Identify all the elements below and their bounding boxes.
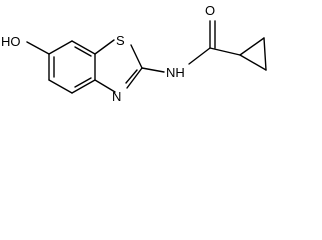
amide-linker: [141, 20, 241, 73]
cyclopropane-ring: [239, 37, 267, 71]
amide-nh-label: NH: [166, 65, 185, 80]
benzene-ring: [26, 40, 96, 94]
hydroxyl-label: HO: [1, 34, 21, 49]
nitrogen-ring-label: N: [112, 89, 121, 104]
oxygen-label: O: [205, 3, 215, 18]
sulfur-label: S: [116, 33, 125, 48]
thiazole-ring: [94, 39, 143, 93]
structural-formula: HO S N NH O: [1, 3, 267, 104]
